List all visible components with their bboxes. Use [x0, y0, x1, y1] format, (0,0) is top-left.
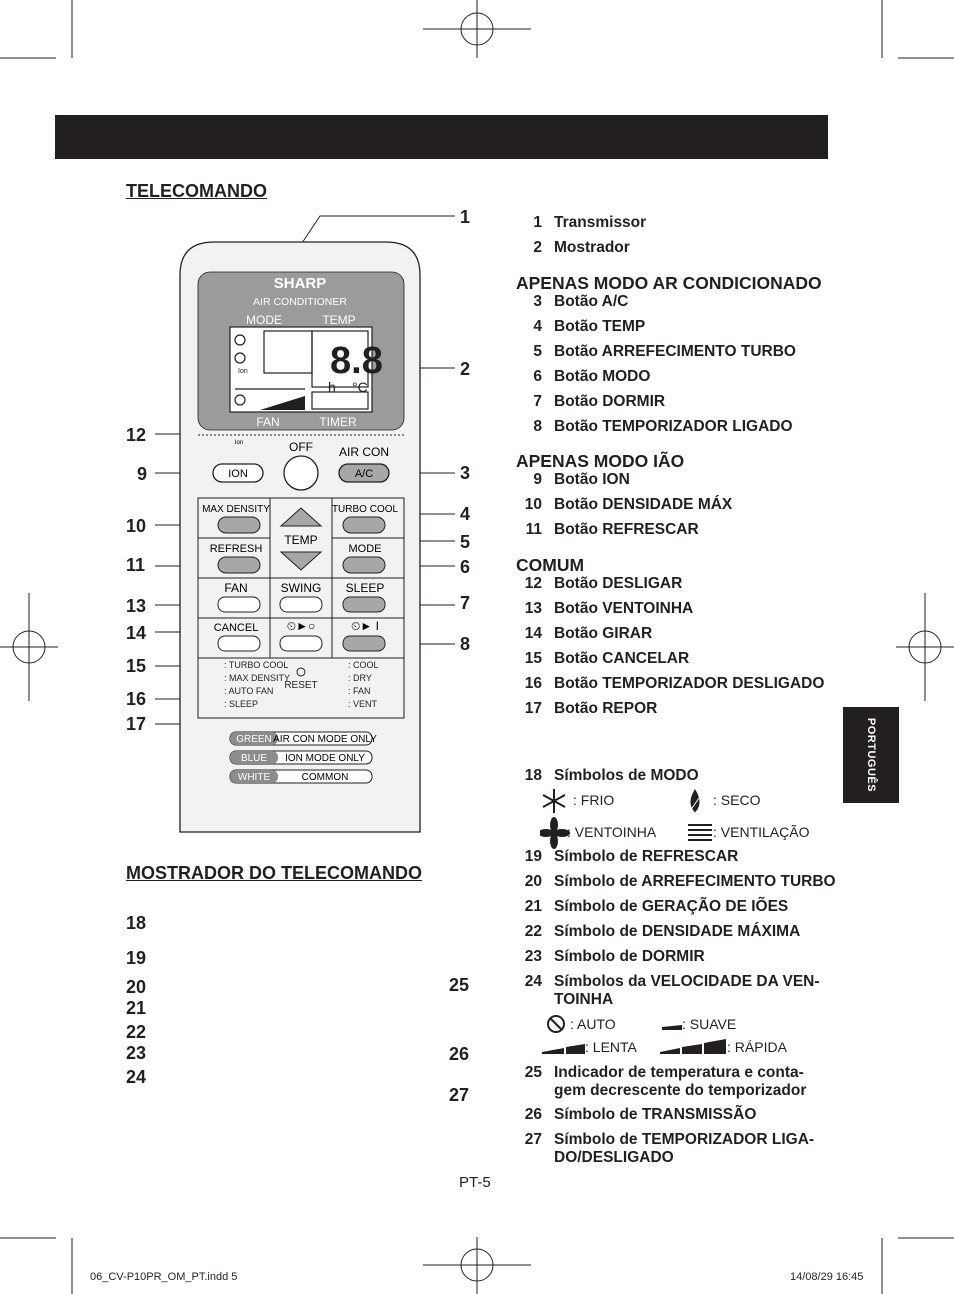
svg-text:: AUTO FAN: : AUTO FAN: [224, 686, 273, 696]
svg-text:: DRY: : DRY: [348, 673, 372, 683]
svg-text:SLEEP: SLEEP: [346, 581, 385, 595]
svg-text:MODE: MODE: [349, 543, 382, 555]
callout-17: 17: [126, 714, 147, 734]
remote-illustration: 8.8 h °C Ion SHARP AIR CONDITIONER MODE …: [155, 215, 455, 833]
callout-27: 27: [449, 1085, 470, 1105]
svg-text:: TURBO COOL: : TURBO COOL: [224, 660, 288, 670]
svg-text:OFF: OFF: [289, 440, 313, 454]
svg-text:ION: ION: [228, 468, 248, 480]
mode-button[interactable]: [342, 556, 386, 574]
svg-text:⏲►○: ⏲►○: [287, 619, 316, 633]
callout-20: 20: [126, 977, 147, 997]
temp-up-button[interactable]: [279, 507, 323, 527]
turbo-cool-button[interactable]: [342, 516, 386, 534]
page-number: PT-5: [459, 1174, 491, 1191]
svg-text:FAN: FAN: [256, 415, 279, 429]
callout-10: 10: [126, 516, 147, 536]
svg-text:: FAN: : FAN: [348, 686, 371, 696]
svg-text:SWING: SWING: [281, 581, 322, 595]
svg-text:: MAX DENSITY: : MAX DENSITY: [224, 673, 290, 683]
svg-text:AIR CONDITIONER: AIR CONDITIONER: [253, 296, 347, 308]
callout-19: 19: [126, 948, 147, 968]
fan-speed-icons: [542, 1015, 726, 1054]
callout-16: 16: [126, 689, 147, 709]
svg-text:TEMP: TEMP: [284, 533, 317, 547]
svg-text:TIMER: TIMER: [319, 415, 357, 429]
callout-7: 7: [460, 593, 471, 613]
section-heading-remote: TELECOMANDO: [126, 181, 267, 201]
footer-date: 14/08/29 16:45: [790, 1271, 864, 1283]
svg-text:FAN: FAN: [224, 581, 247, 595]
callout-1: 1: [460, 207, 471, 227]
svg-text:: SLEEP: : SLEEP: [224, 699, 258, 709]
svg-text:°C: °C: [352, 379, 368, 395]
svg-text:8.8: 8.8: [330, 340, 383, 382]
callout-2: 2: [460, 359, 471, 379]
callout-15: 15: [126, 656, 147, 676]
svg-text:GREEN: GREEN: [236, 734, 272, 745]
svg-text:WHITE: WHITE: [238, 772, 271, 783]
svg-text:⏲► I: ⏲► I: [351, 619, 379, 633]
callout-4: 4: [460, 504, 471, 524]
callout-24: 24: [126, 1067, 147, 1087]
group-heading-common: COMUM: [516, 555, 585, 575]
brand-logo: SHARP: [274, 275, 327, 292]
callout-8: 8: [460, 634, 471, 654]
callout-18: 18: [126, 913, 147, 933]
svg-text:A/C: A/C: [355, 468, 373, 480]
header-bar: [55, 115, 828, 159]
refresh-button[interactable]: [217, 556, 261, 574]
svg-text:BLUE: BLUE: [241, 753, 267, 764]
svg-text:REFRESH: REFRESH: [210, 543, 263, 555]
swing-button[interactable]: [279, 596, 323, 613]
max-density-button[interactable]: [217, 516, 261, 534]
sleep-button[interactable]: [342, 596, 386, 613]
off-button[interactable]: [283, 455, 319, 491]
svg-text:h: h: [328, 379, 336, 395]
svg-text:Ion: Ion: [235, 440, 243, 446]
callout-11: 11: [126, 555, 146, 575]
ion-button[interactable]: [212, 463, 264, 483]
svg-text:AIR CON: AIR CON: [339, 445, 389, 459]
callout-6: 6: [460, 557, 471, 577]
svg-text:ION MODE ONLY: ION MODE ONLY: [285, 753, 365, 764]
cancel-button[interactable]: [217, 635, 261, 652]
group-heading-ion: APENAS MODO IÃO: [516, 451, 685, 471]
svg-text:TEMP: TEMP: [322, 313, 355, 327]
section-heading-display: MOSTRADOR DO TELECOMANDO: [126, 863, 422, 883]
language-tab: PORTUGUÊS: [843, 707, 899, 803]
callout-23: 23: [126, 1043, 147, 1063]
callout-14: 14: [126, 623, 147, 643]
svg-text:MAX DENSITY: MAX DENSITY: [202, 504, 270, 515]
svg-text:MODE: MODE: [246, 313, 282, 327]
callout-9: 9: [137, 464, 148, 484]
callout-3: 3: [460, 463, 471, 483]
svg-text:AIR CON MODE ONLY: AIR CON MODE ONLY: [273, 734, 377, 745]
timer-off-button[interactable]: [279, 635, 323, 652]
svg-text:TURBO COOL: TURBO COOL: [332, 504, 399, 515]
timer-on-button[interactable]: [342, 635, 386, 652]
svg-text:CANCEL: CANCEL: [214, 622, 259, 634]
svg-text:COMMON: COMMON: [302, 772, 349, 783]
callout-25: 25: [449, 975, 470, 995]
svg-text:: VENT: : VENT: [348, 699, 378, 709]
svg-text:RESET: RESET: [284, 680, 317, 691]
reset-button[interactable]: [296, 667, 306, 677]
temp-down-button[interactable]: [279, 551, 323, 571]
callout-13: 13: [126, 596, 147, 616]
callout-26: 26: [449, 1044, 470, 1064]
callout-5: 5: [460, 532, 471, 552]
callout-22: 22: [126, 1022, 147, 1042]
mode-symbol-icons: [540, 789, 712, 849]
group-heading-aircon: APENAS MODO AR CONDICIONADO: [516, 273, 822, 293]
svg-text:Ion: Ion: [238, 368, 248, 375]
callout-12: 12: [126, 425, 147, 445]
ac-button[interactable]: [338, 463, 390, 483]
svg-text:: COOL: : COOL: [348, 660, 379, 670]
callout-21: 21: [126, 998, 147, 1018]
footer-file: 06_CV-P10PR_OM_PT.indd 5: [90, 1271, 238, 1283]
fan-button[interactable]: [217, 596, 261, 613]
